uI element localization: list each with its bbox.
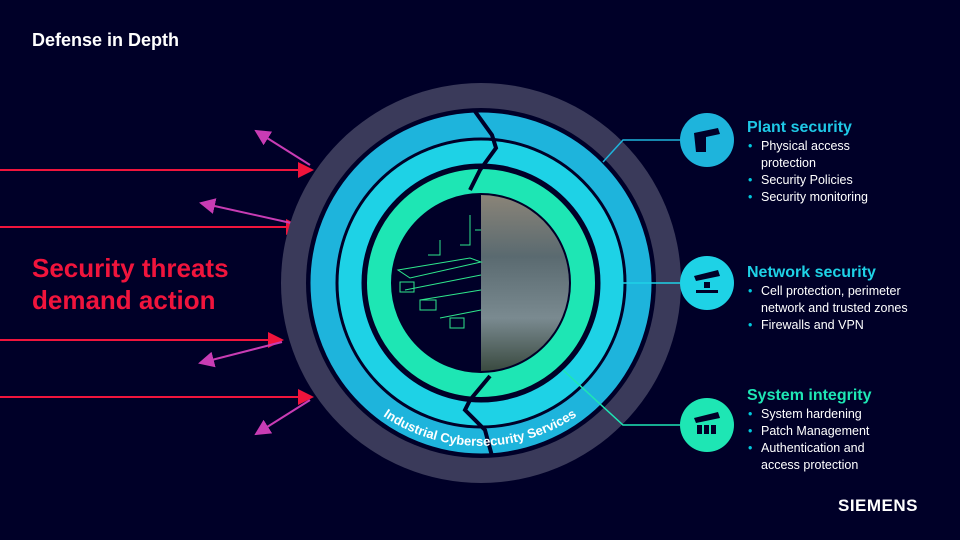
bullet-list: Cell protection, perimeter network and t… [747,283,947,334]
section-title: Network security [747,264,876,281]
network-icon [680,256,734,310]
deflected-arrow [198,341,283,368]
list-item: Security monitoring [747,189,877,206]
threat-arrows [0,129,314,436]
bullet-list: System hardening Patch Management Authen… [747,406,897,474]
deflected-arrow [254,399,311,436]
list-item: Security Policies [747,172,877,189]
siemens-logo: SIEMENS [838,496,919,515]
section-plant-security: Plant security Physical access protectio… [747,118,877,206]
threat-line-1: Security threats [32,253,229,283]
plant-photo [481,195,569,371]
section-title: System integrity [747,387,872,404]
page-title: Defense in Depth [32,30,180,50]
section-system-integrity: System integrity System hardening Patch … [747,386,897,474]
list-item: Physical access protection [747,138,877,172]
list-item: Patch Management [747,423,897,440]
system-icon [680,398,734,452]
connector-plant [602,139,680,163]
connector-system [562,369,680,426]
bullet-list: Physical access protection Security Poli… [747,138,877,206]
list-item: Firewalls and VPN [747,317,947,334]
plant-icon [680,113,734,167]
list-item: Cell protection, perimeter network and t… [747,283,947,317]
threat-heading: Security threats demand action [32,252,229,316]
section-network-security: Network security Cell protection, perime… [747,263,947,334]
deflected-arrow [254,129,311,166]
section-title: Plant security [747,119,852,136]
threat-line-2: demand action [32,285,216,315]
wireframe-lines [396,215,483,329]
deflected-arrow [199,198,301,226]
list-item: Authentication and access protection [747,440,897,474]
list-item: System hardening [747,406,897,423]
